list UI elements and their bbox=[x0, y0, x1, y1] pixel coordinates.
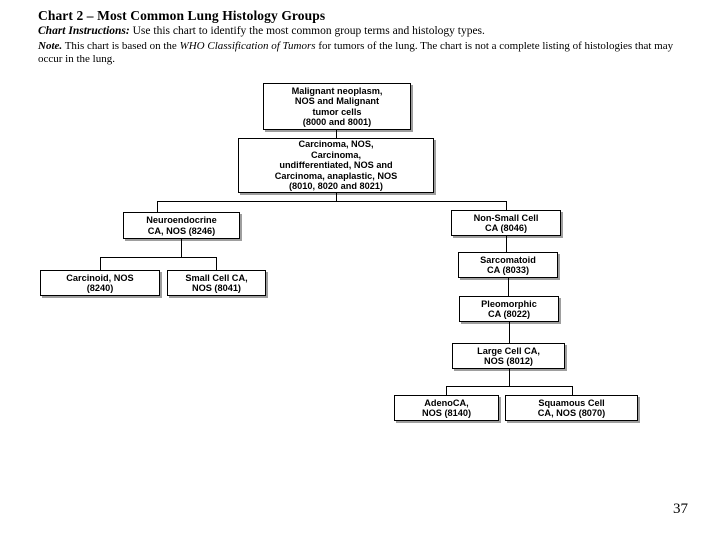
edge-n2-down bbox=[336, 193, 338, 202]
node-non-small-cell-ca: Non-Small Cell CA (8046) bbox=[451, 210, 561, 236]
edge-n3-split bbox=[100, 257, 217, 259]
instructions-label: Chart Instructions: bbox=[38, 25, 130, 37]
note-italic-source: WHO Classification of Tumors bbox=[179, 40, 316, 52]
node-adenoca-nos: AdenoCA, NOS (8140) bbox=[394, 395, 499, 421]
chart-header: Chart 2 – Most Common Lung Histology Gro… bbox=[38, 8, 698, 66]
edge-n9-down bbox=[509, 369, 511, 387]
edge-n8-n9 bbox=[509, 322, 511, 343]
edge-n3-n5 bbox=[100, 257, 102, 270]
edge-n9-split bbox=[446, 386, 573, 388]
node-pleomorphic-ca: Pleomorphic CA (8022) bbox=[459, 296, 559, 322]
node-carcinoid-nos: Carcinoid, NOS (8240) bbox=[40, 270, 160, 296]
node-sarcomatoid-ca: Sarcomatoid CA (8033) bbox=[458, 252, 558, 278]
node-small-cell-ca: Small Cell CA, NOS (8041) bbox=[167, 270, 266, 296]
page-number: 37 bbox=[673, 501, 688, 517]
chart-instructions: Chart Instructions: Use this chart to id… bbox=[38, 24, 698, 38]
node-large-cell-ca: Large Cell CA, NOS (8012) bbox=[452, 343, 565, 369]
edge-n3-down bbox=[181, 239, 183, 258]
note-text-1: This chart is based on the bbox=[62, 40, 180, 52]
note-label: Note. bbox=[38, 40, 63, 52]
edge-n9-n10 bbox=[446, 386, 448, 395]
edge-n1-n2 bbox=[336, 130, 338, 138]
edge-n7-n8 bbox=[508, 278, 510, 296]
chart-note: Note. This chart is based on the WHO Cla… bbox=[38, 40, 693, 66]
edge-n4-n7 bbox=[506, 236, 508, 252]
note-text-2: for tumors of the lung. The chart is not… bbox=[38, 40, 674, 65]
node-neuroendocrine-ca: Neuroendocrine CA, NOS (8246) bbox=[123, 212, 240, 239]
node-carcinoma-nos: Carcinoma, NOS, Carcinoma, undifferentia… bbox=[238, 138, 434, 193]
page-title: Chart 2 – Most Common Lung Histology Gro… bbox=[38, 8, 326, 23]
edge-n2-n3 bbox=[157, 201, 159, 212]
edge-n2-split bbox=[157, 201, 507, 203]
edge-n3-n6 bbox=[216, 257, 218, 270]
edge-n2-n4 bbox=[506, 201, 508, 210]
node-squamous-cell-ca: Squamous Cell CA, NOS (8070) bbox=[505, 395, 638, 421]
instructions-text: Use this chart to identify the most comm… bbox=[129, 25, 485, 37]
node-malignant-neoplasm: Malignant neoplasm, NOS and Malignant tu… bbox=[263, 83, 411, 130]
edge-n9-n11 bbox=[572, 386, 574, 395]
